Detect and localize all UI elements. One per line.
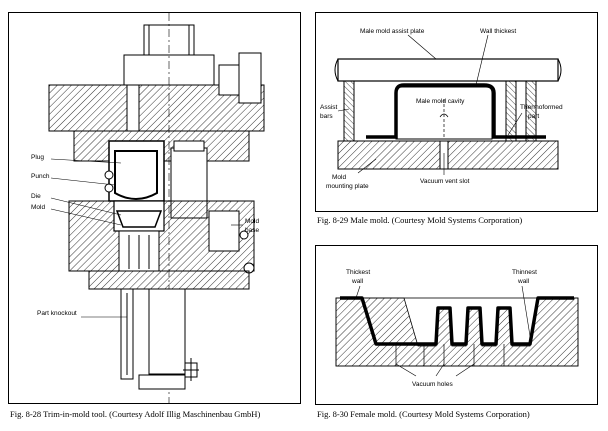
label-male-mold-cavity: Male mold cavity	[416, 98, 465, 105]
label-punch: Punch	[31, 173, 50, 180]
label-thinnest-wall-2: wall	[517, 278, 530, 285]
label-die: Die	[31, 193, 41, 200]
male-mold-drawing: Male mold assist plate Wall thickest Ass…	[320, 28, 563, 190]
fig-8-30-panel: Thickest wall Thinnest wall Vacuum holes	[315, 245, 598, 405]
caption-fig-8-30: Fig. 8-30 Female mold. (Courtesy Mold Sy…	[317, 409, 530, 419]
label-vacuum-vent-slot: Vacuum vent slot	[420, 178, 470, 185]
caption-fig-8-28: Fig. 8-28 Trim-in-mold tool. (Courtesy A…	[10, 409, 261, 419]
label-wall-thickest: Wall thickest	[480, 28, 516, 35]
caption-fig-8-29: Fig. 8-29 Male mold. (Courtesy Mold Syst…	[317, 215, 523, 225]
label-mold-mounting-1: Mold	[332, 174, 346, 181]
label-mold-base-1: Mold	[245, 218, 259, 225]
label-assist-bars-2: bars	[320, 113, 333, 120]
label-thinnest-wall-1: Thinnest	[512, 269, 537, 276]
label-part-knockout: Part knockout	[37, 310, 77, 317]
label-thickest-wall-2: wall	[351, 278, 364, 285]
label-thermoformed-1: Thermoformed	[520, 104, 563, 111]
fig-8-29-panel: Male mold assist plate Wall thickest Ass…	[315, 12, 598, 212]
female-mold-drawing: Thickest wall Thinnest wall Vacuum holes	[335, 269, 579, 388]
label-mold: Mold	[31, 204, 45, 211]
label-thickest-wall-1: Thickest	[346, 269, 370, 276]
trim-in-mold-drawing: Plug Punch Die Mold Mold base Part knock…	[31, 13, 265, 403]
label-thermoformed-2: part	[528, 113, 539, 120]
label-plug: Plug	[31, 154, 44, 161]
label-vacuum-holes: Vacuum holes	[412, 381, 453, 388]
label-mold-base-2: base	[245, 227, 259, 234]
fig-8-28-panel: Plug Punch Die Mold Mold base Part knock…	[8, 12, 301, 404]
label-assist-bars-1: Assist	[320, 104, 338, 111]
label-mold-mounting-2: mounting plate	[326, 183, 369, 190]
label-male-mold-assist-plate: Male mold assist plate	[360, 28, 425, 35]
